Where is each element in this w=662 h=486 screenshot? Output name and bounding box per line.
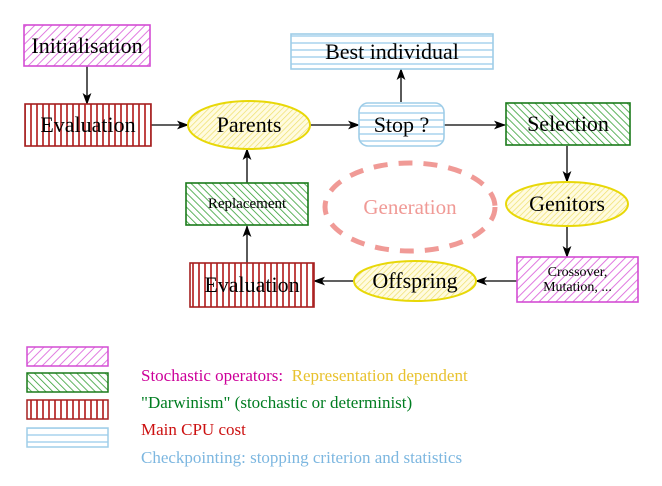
legend-swatch-magenta-diagonal <box>26 346 109 367</box>
legend-row-3-text: Checkpointing: stopping criterion and st… <box>124 429 462 486</box>
legend-row-0-seg-0: Stochastic operators: <box>141 366 284 385</box>
node-selection[interactable] <box>505 102 631 146</box>
node-initialisation[interactable] <box>23 24 151 67</box>
node-offspring[interactable] <box>353 260 477 302</box>
legend-row-0-text: Stochastic operators: Representation dep… <box>124 347 468 404</box>
legend-swatch-green-diagonal <box>26 372 109 393</box>
node-best-individual[interactable] <box>290 33 494 70</box>
legend-row-2-text: Main CPU cost <box>124 401 246 458</box>
node-stop[interactable] <box>358 102 445 147</box>
node-parents[interactable] <box>187 100 311 150</box>
legend-row-0-seg-1: Representation dependent <box>283 366 468 385</box>
node-crossover[interactable] <box>516 256 639 303</box>
diagram-canvas: Initialisation Evaluation Parents Stop ?… <box>23 24 639 467</box>
node-evaluation-bottom[interactable] <box>189 262 315 308</box>
legend-swatch-blue-horizontal <box>26 427 109 448</box>
legend-row-2-seg-0: Main CPU cost <box>141 420 246 439</box>
diagram-svg <box>23 24 639 448</box>
node-replacement[interactable] <box>185 182 309 226</box>
legend-row-1-seg-0: "Darwinism" (stochastic or determinist) <box>141 393 413 412</box>
node-evaluation-top[interactable] <box>24 103 152 147</box>
node-generation <box>322 160 498 254</box>
node-genitors[interactable] <box>505 181 629 227</box>
legend-swatch-red-vertical <box>26 399 109 420</box>
legend-row-1-text: "Darwinism" (stochastic or determinist) <box>124 374 412 431</box>
legend-row-3-seg-0: Checkpointing: stopping criterion and st… <box>141 448 463 467</box>
